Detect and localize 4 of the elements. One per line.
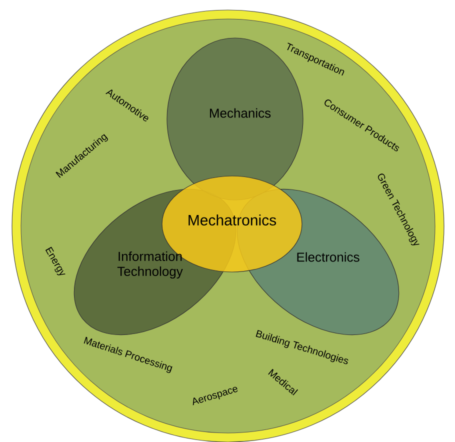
field-name: Mechanics [210,108,271,118]
field-name: Mechatronics [188,214,276,226]
field-name: Information Technology [117,251,183,279]
field-name: Electronics [297,252,360,262]
